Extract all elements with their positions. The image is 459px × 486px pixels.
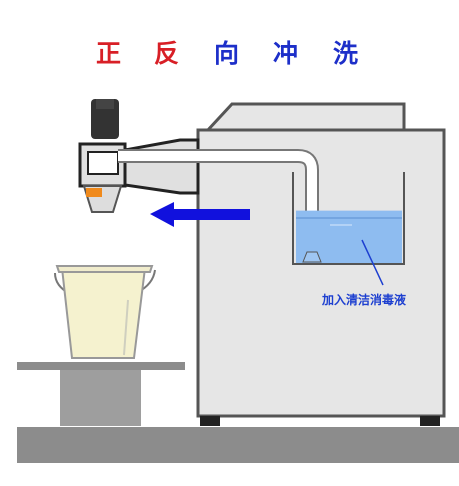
machine (196, 102, 446, 426)
pipe-inlet (302, 251, 322, 263)
machine-foot-left (200, 416, 220, 426)
orange-valve (86, 188, 102, 197)
head-inner (87, 151, 119, 175)
machine-body (196, 128, 446, 418)
title-char-2: 反 (154, 39, 180, 68)
tank-outline (292, 172, 405, 265)
annotation-leader (361, 239, 384, 286)
connector-cone (123, 138, 200, 195)
motor-cap (96, 99, 114, 109)
title-char-1: 正 (96, 39, 122, 68)
title-char-5: 洗 (333, 39, 359, 68)
arrow-head (150, 202, 174, 227)
bucket-icon (54, 265, 156, 359)
table-top (17, 362, 185, 370)
arrow-left-icon (150, 202, 250, 227)
bucket-shadow (123, 299, 129, 356)
machine-top-hood (205, 102, 406, 133)
cleaning-liquid-label: 加入清洁消毒液 (322, 293, 407, 307)
table-stand (60, 370, 141, 426)
arrow-shaft (170, 209, 250, 220)
title: 正 反 向 冲 洗 (0, 34, 459, 74)
cleaning-tank (292, 172, 405, 286)
bucket-rim (55, 265, 154, 273)
title-char-3: 向 (214, 39, 240, 68)
pipe (118, 149, 319, 255)
floor (17, 427, 459, 463)
bucket-body (60, 267, 147, 359)
title-char-4: 冲 (273, 39, 299, 68)
machine-foot-right (420, 416, 440, 426)
